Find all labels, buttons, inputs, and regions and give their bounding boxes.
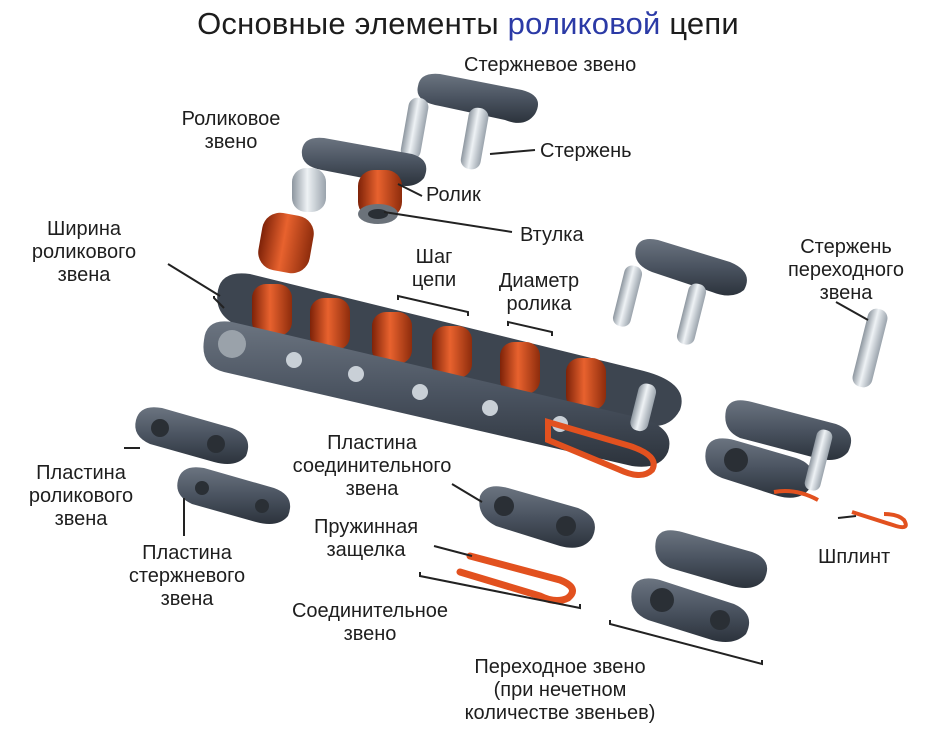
loose-roller [258,212,314,274]
label-pin-plate: Пластина стержневого звена [118,542,256,611]
label-connecting-link: Соединительное звено [288,600,452,646]
label-roller-plate: Пластина роликового звена [14,462,148,531]
label-offset-link-line: Переходное звено [474,656,646,678]
label-offset-pin: Стержень переходного звена [776,236,916,305]
label-spring-clip-line: Пружинная [313,516,419,538]
offset-link-bracket [609,620,763,666]
label-offset-link-line: количестве звеньев) [464,702,656,724]
offset-pin-part [852,308,888,388]
leader-lines [124,149,869,557]
label-offset-pin-line: Стержень [800,236,892,258]
label-offset-link: Переходное звено (при нечетном количеств… [440,656,680,725]
label-roller-link-line: Роликовое [181,108,281,130]
roller-plate-part [135,407,249,464]
label-connecting-plate-line: звена [345,478,399,500]
label-pitch-line: цепи [411,269,457,291]
label-pitch: Шаг цепи [406,246,462,292]
label-pin-plate-line: Пластина [142,542,232,564]
assembled-offset-link [705,400,852,502]
title-prefix: Основные элементы [197,6,499,41]
label-roller-link: Роликовое звено [176,108,286,154]
label-roller-link-width-line: роликового [31,241,137,263]
page-title: Основные элементы роликовой цепи [0,6,936,42]
label-connecting-link-line: Соединительное [291,600,449,622]
label-roller: Ролик [426,184,481,206]
label-roller-link-line: звено [204,131,258,153]
label-pin-plate-line: звена [160,588,214,610]
pin-link-part [400,73,539,170]
connecting-plate-part [479,486,595,548]
label-roller-link-width: Ширина роликового звена [10,218,158,287]
label-spring-clip: Пружинная защелка [304,516,428,562]
label-roller-plate-line: роликового [28,485,134,507]
label-pitch-line: Шаг [415,246,453,268]
label-offset-pin-line: переходного [787,259,905,281]
diameter-bracket [507,320,553,336]
label-roller-diameter: Диаметр ролика [484,270,594,316]
offset-link-bottom-part [631,530,768,642]
label-roller-link-width-line: Ширина [47,218,121,240]
width-bracket [213,296,225,309]
label-roller-diameter-line: Диаметр [498,270,580,292]
label-connecting-link-line: звено [343,623,397,645]
label-pin-link: Стержневое звено [464,54,637,76]
title-suffix: цепи [669,6,739,41]
label-connecting-plate: Пластина соединительного звена [284,432,460,501]
title-accent: роликовой [507,6,661,41]
label-pin-plate-line: стержневого [128,565,246,587]
label-connecting-plate-line: Пластина [327,432,417,454]
spring-clip-part [456,552,576,605]
label-roller-link-width-line: звена [57,264,111,286]
label-offset-pin-line: звена [819,282,873,304]
offset-link-part [612,239,747,345]
connecting-link-bracket [419,572,581,610]
label-spring-clip-line: защелка [326,539,406,561]
label-connecting-plate-line: соединительного [292,455,452,477]
main-chain [203,273,682,478]
label-roller-plate-line: звена [54,508,108,530]
pin-plate-part [177,467,291,524]
roller-link-part [292,137,427,224]
label-bushing: Втулка [520,224,584,246]
label-roller-plate-line: Пластина [36,462,126,484]
pitch-bracket [397,294,469,316]
label-roller-diameter-line: ролика [506,293,572,315]
cotter-pin-part [851,510,908,530]
label-offset-link-line: (при нечетном [493,679,627,701]
label-cotter-pin: Шплинт [818,546,891,568]
label-pin: Стержень [540,140,632,162]
